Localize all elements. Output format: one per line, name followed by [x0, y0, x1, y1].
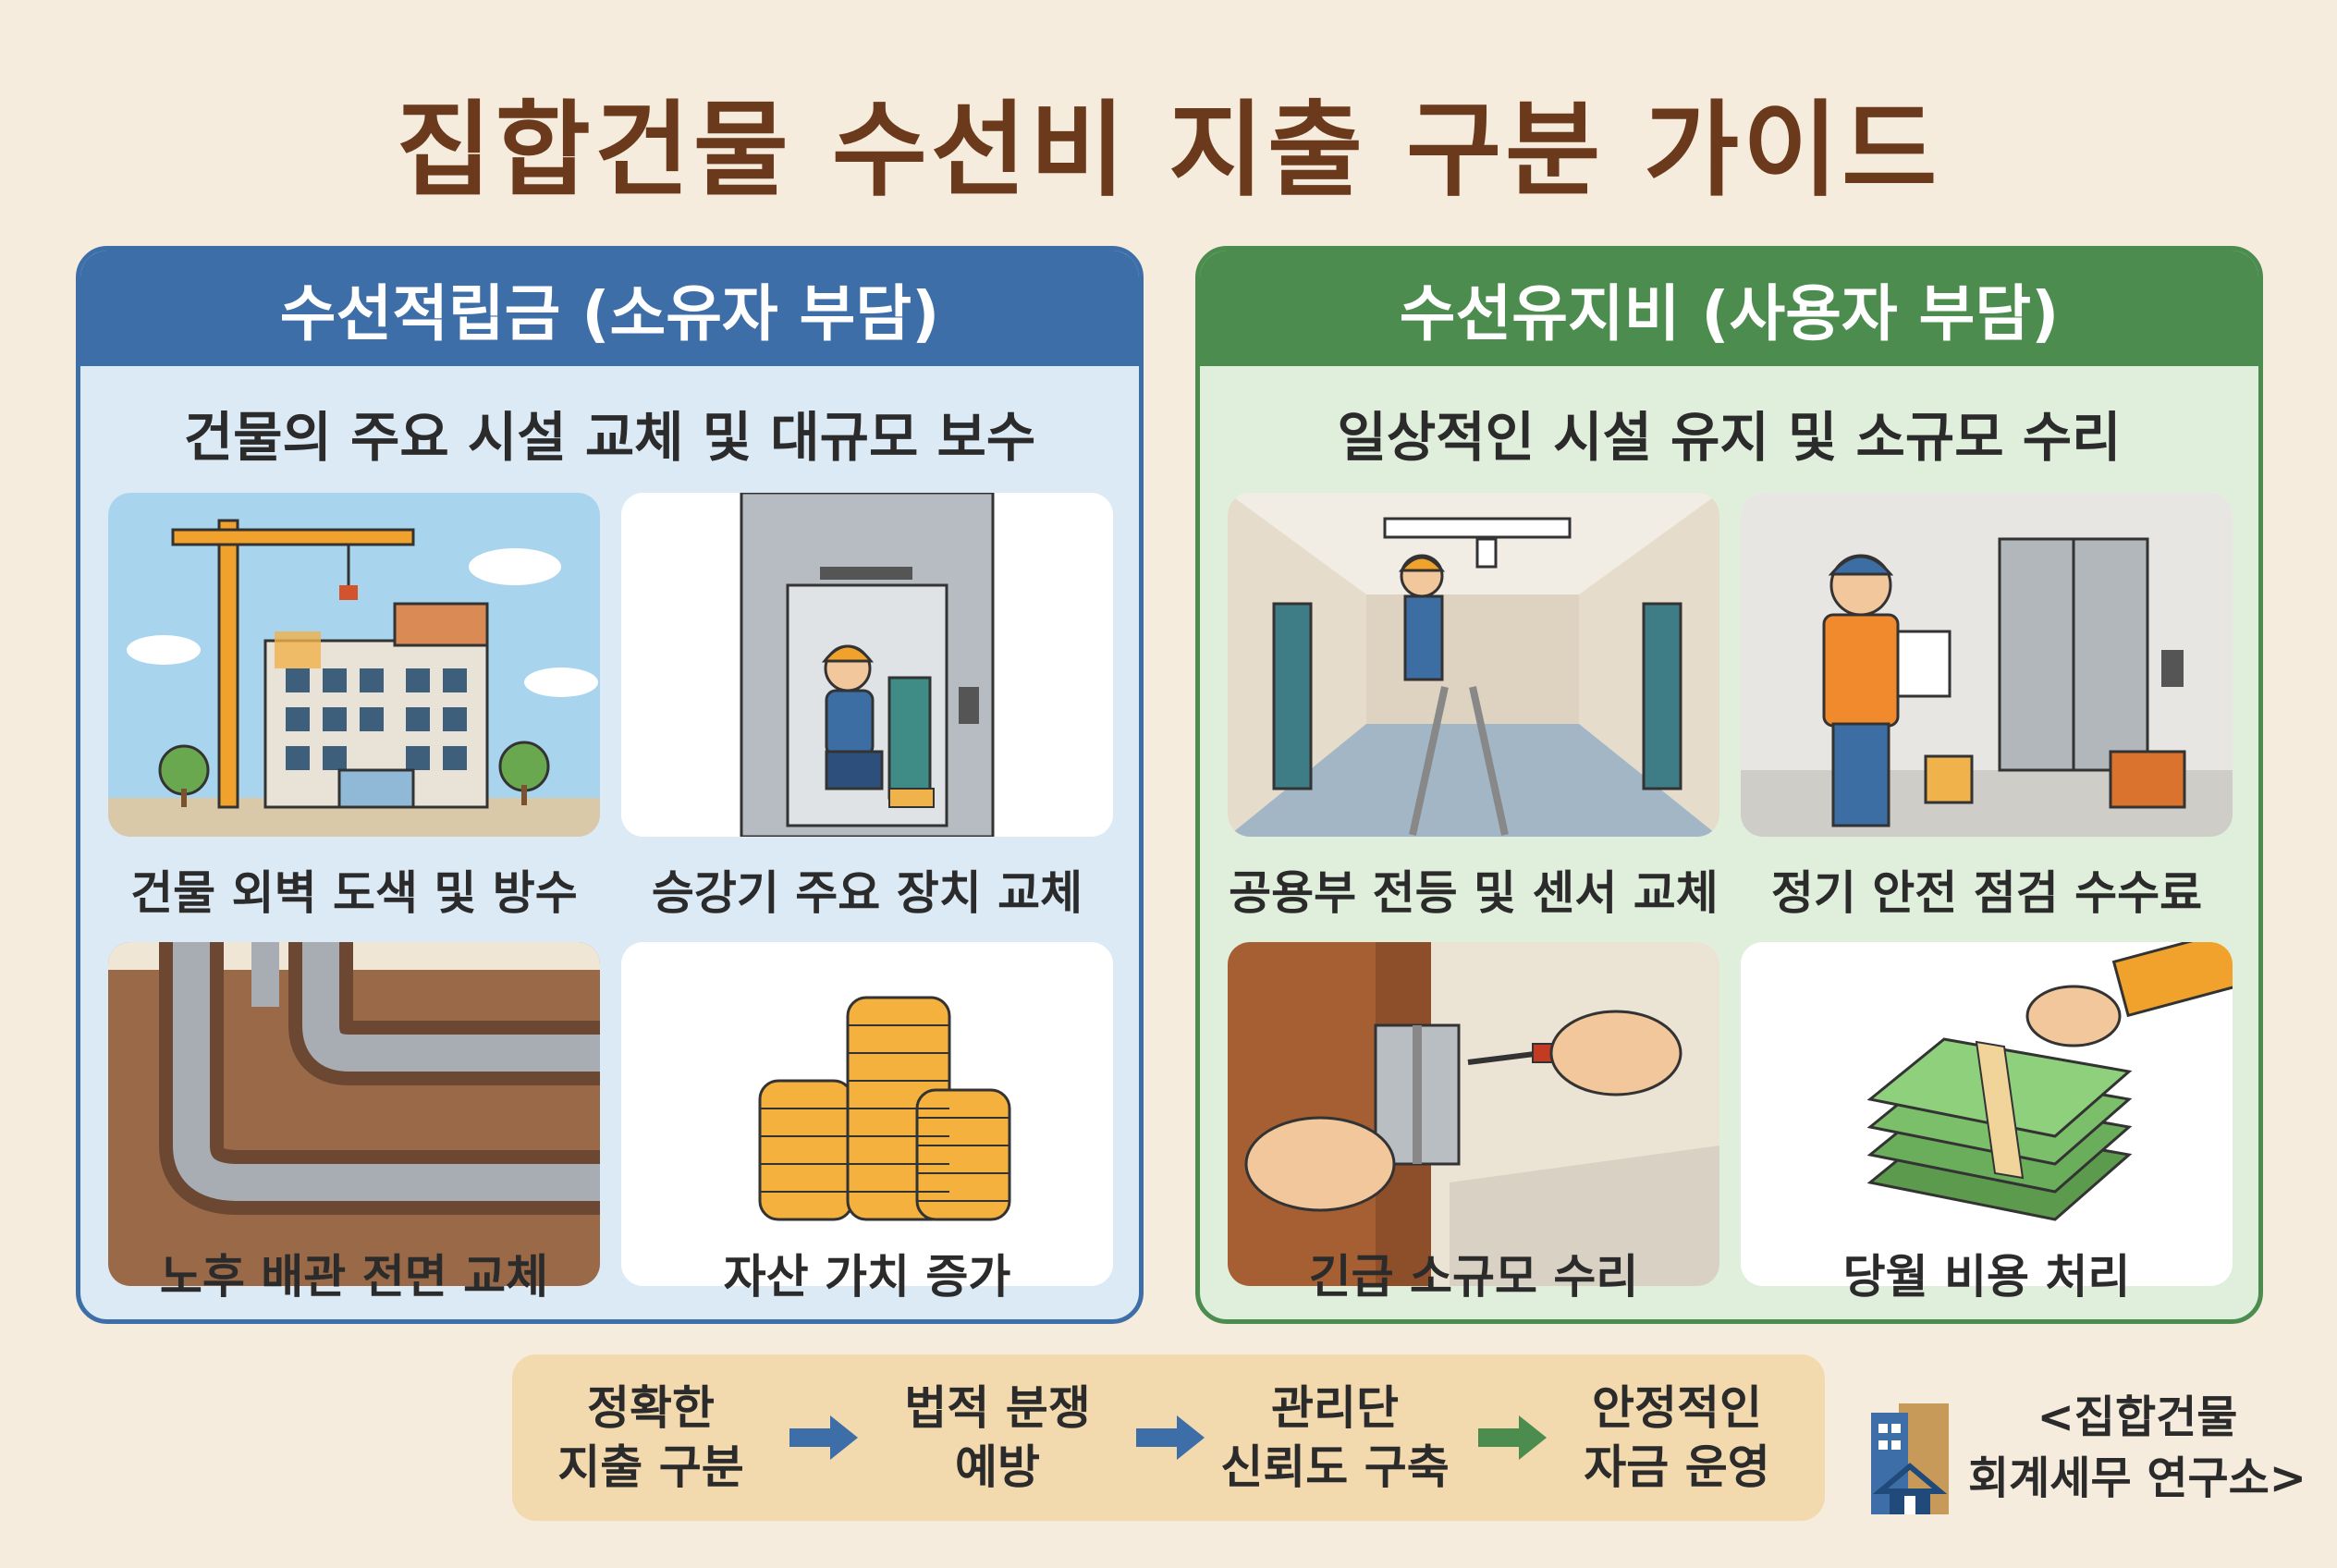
reserve-fund-subtitle: 건물의 주요 시설 교체 및 대규모 보수 — [183, 406, 1036, 469]
underground-pipes-icon — [108, 942, 600, 1286]
maintenance-fee-subtitle: 일상적인 시설 유지 및 소규모 수리 — [1337, 406, 2122, 469]
arrow-right-icon — [789, 1415, 858, 1460]
publisher-credit: <집합건물 회계세무 연구소> — [1967, 1391, 2307, 1504]
flow-step-2: 법적 분쟁 예방 — [904, 1381, 1091, 1494]
flow-step-4: 안정적인 자금 운영 — [1584, 1381, 1770, 1494]
house-building-logo-icon — [1871, 1403, 1949, 1514]
left-item-3-label: 노후 배관 전면 교체 — [159, 1250, 549, 1304]
arrow-right-icon — [1478, 1415, 1547, 1460]
inspector-clipboard-icon — [1741, 493, 2233, 837]
elevator-repair-worker-icon — [621, 493, 1113, 837]
maintenance-fee-panel: 수선유지비 (사용자 부담) 일상적인 시설 유지 및 소규모 수리 — [1195, 246, 2263, 1324]
ladder-light-bulb-icon — [1228, 493, 1719, 837]
left-item-4-label: 자산 가치 증가 — [723, 1250, 1011, 1304]
arrow-right-icon — [1136, 1415, 1205, 1460]
page-title: 집합건물 수선비 지출 구분 가이드 — [396, 91, 1941, 211]
right-item-4-label: 당월 비용 처리 — [1842, 1250, 2131, 1304]
left-item-1-label: 건물 외벽 도색 및 방수 — [130, 866, 578, 920]
right-item-1-label: 공용부 전등 및 센서 교체 — [1229, 866, 1719, 920]
right-item-3-label: 긴급 소규모 수리 — [1308, 1250, 1639, 1304]
flow-bar: 정확한 지출 구분 법적 분쟁 예방 관리단 신뢰도 구축 안정적인 자금 운영 — [512, 1354, 1825, 1521]
coin-stacks-icon — [621, 942, 1113, 1286]
left-item-2-label: 승강기 주요 장치 교체 — [651, 866, 1083, 920]
maintenance-fee-header: 수선유지비 (사용자 부담) — [1200, 251, 2258, 366]
reserve-fund-panel: 수선적립금 (소유자 부담) 건물의 주요 시설 교체 및 대규모 보수 — [76, 246, 1144, 1324]
cash-bundle-icon — [1741, 942, 2233, 1286]
flow-step-3: 관리단 신뢰도 구축 — [1220, 1381, 1450, 1494]
reserve-fund-header: 수선적립금 (소유자 부담) — [80, 251, 1139, 366]
flow-step-1: 정확한 지출 구분 — [557, 1381, 744, 1494]
right-item-2-label: 정기 안전 점검 수수료 — [1770, 866, 2203, 920]
door-hinge-screwdriver-icon — [1228, 942, 1719, 1286]
construction-crane-building-icon — [108, 493, 600, 837]
